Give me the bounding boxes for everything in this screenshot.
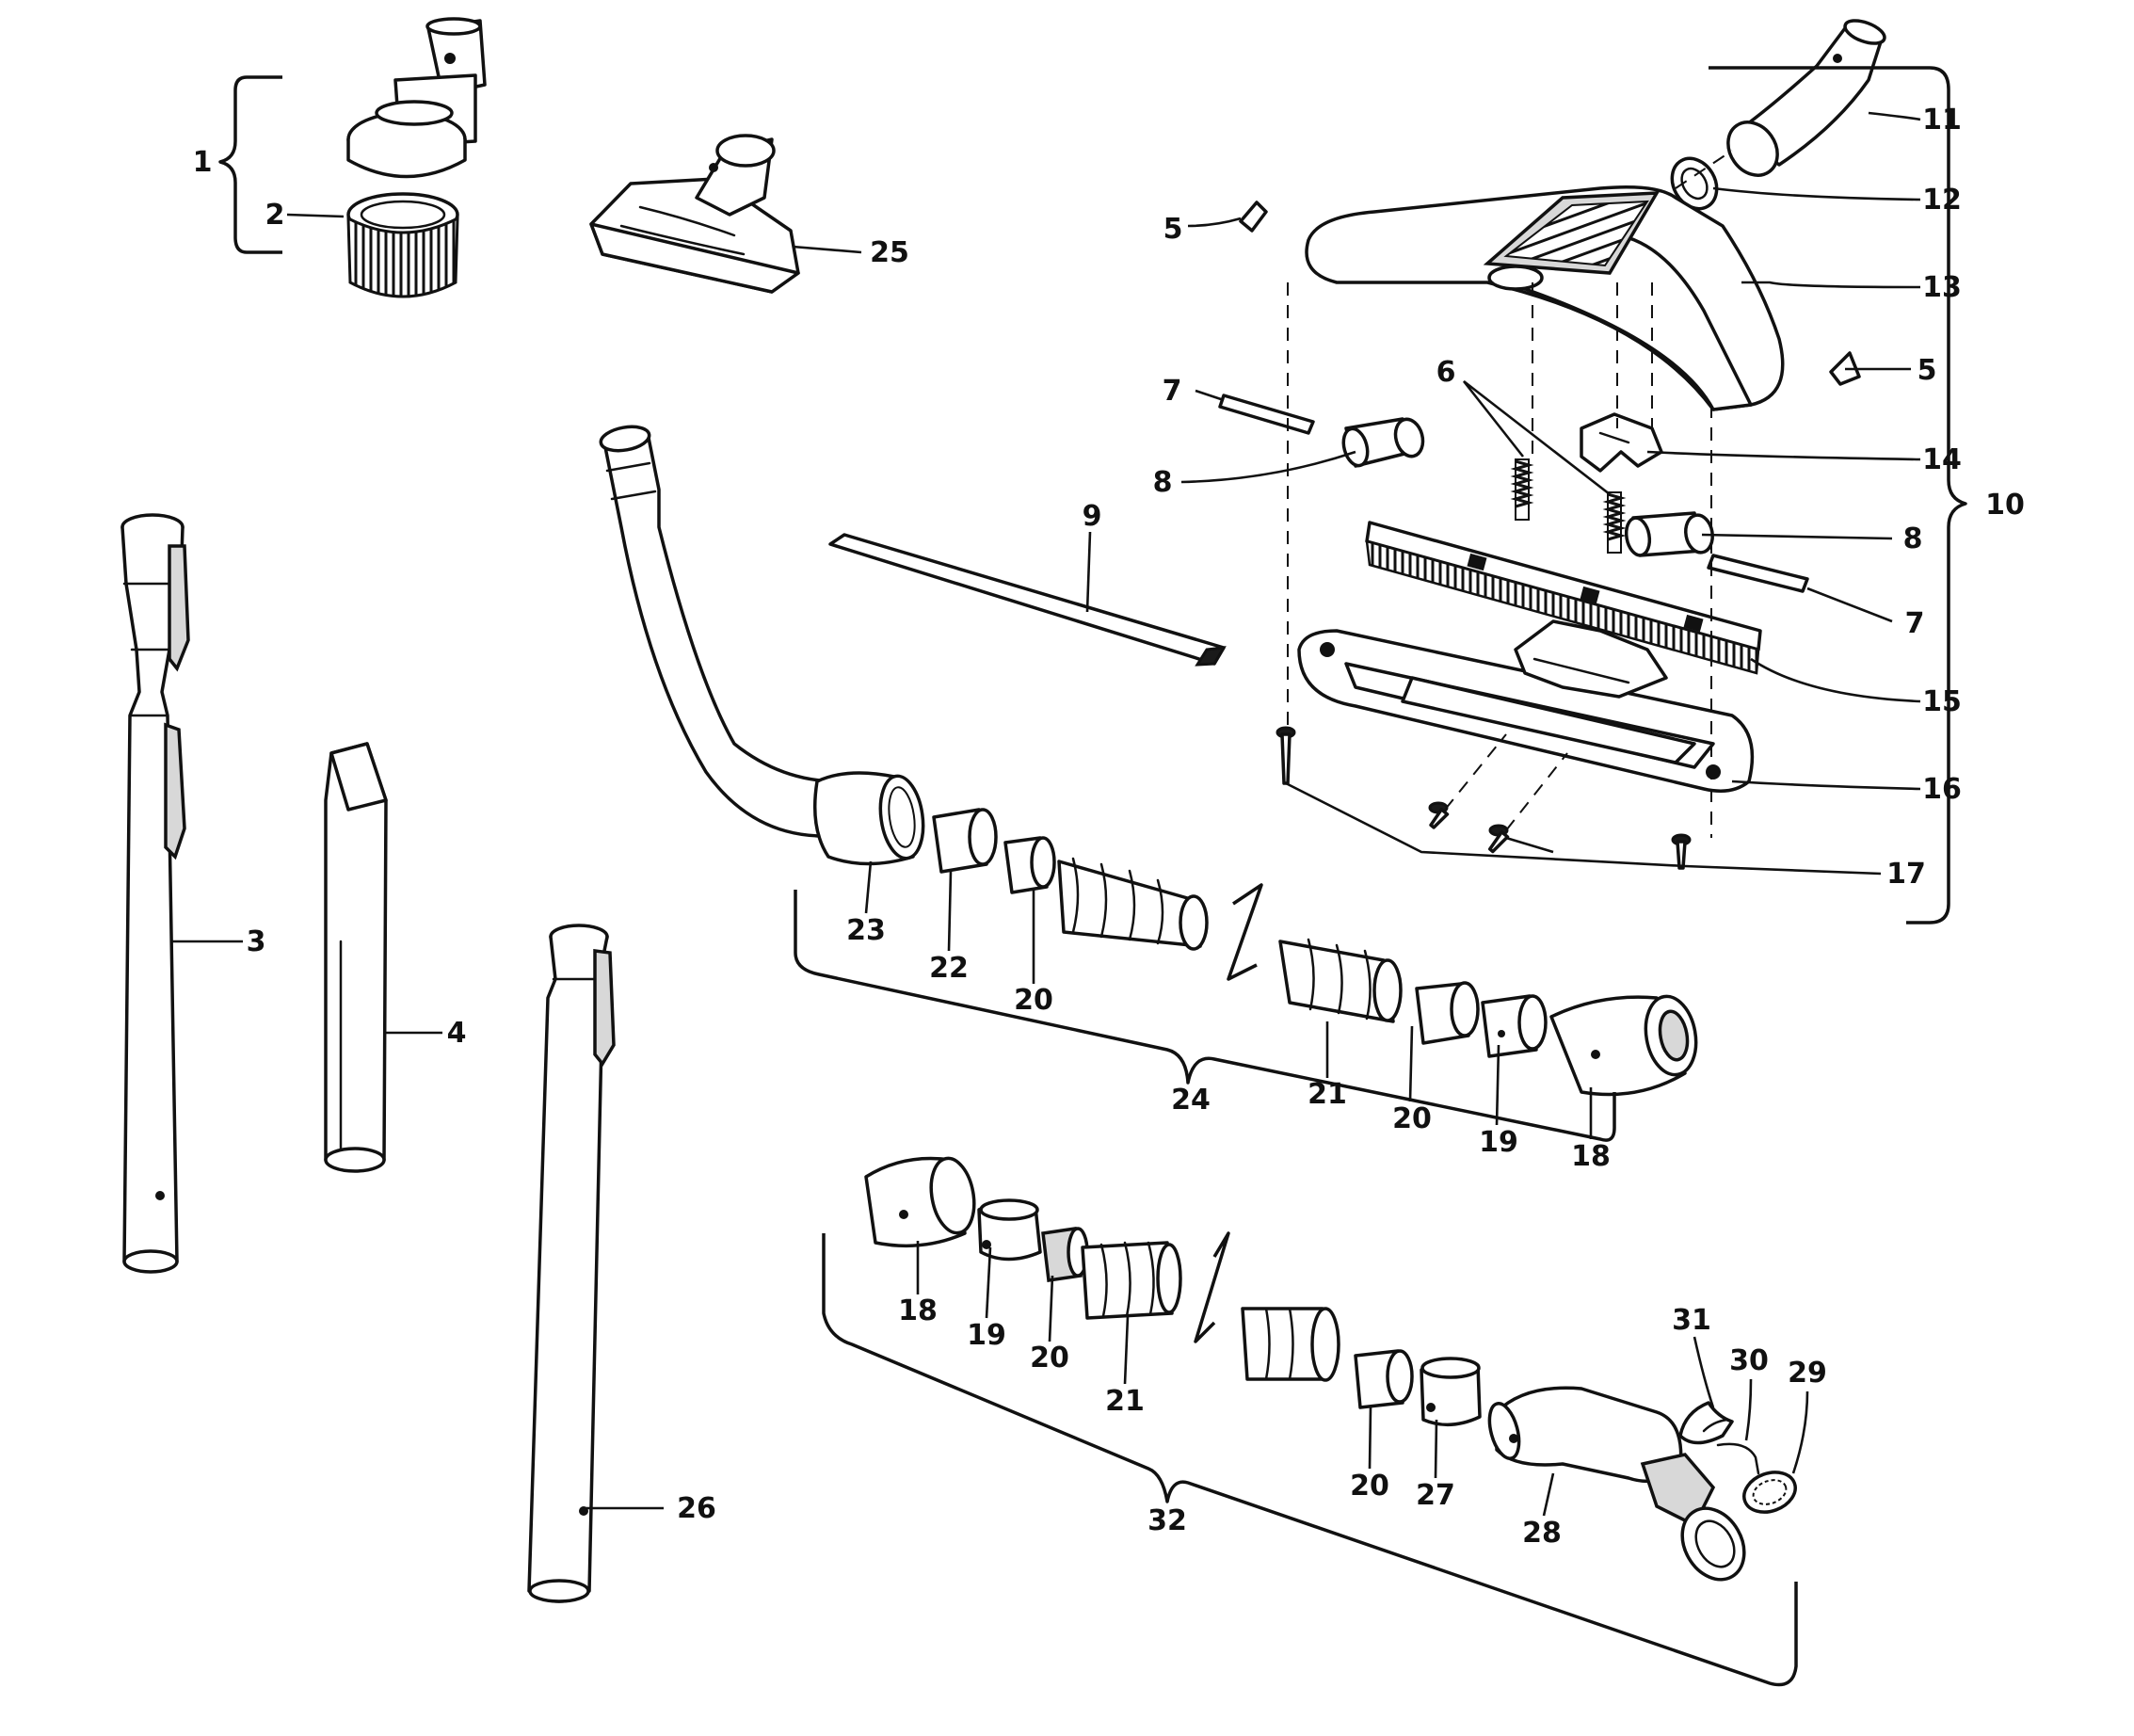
crevice-tool	[324, 742, 388, 1173]
hose-coupling-23	[812, 771, 925, 866]
ferrule-20-upper-left	[1003, 836, 1056, 894]
spring-clip-30	[1716, 1442, 1760, 1475]
axle-pin-left	[1218, 394, 1315, 435]
spring-left	[1510, 458, 1534, 521]
label-19-upper: 19	[1479, 1126, 1518, 1159]
label-20-upper-right: 20	[1392, 1102, 1432, 1135]
label-22: 22	[929, 952, 969, 985]
label-17: 17	[1886, 858, 1926, 891]
latch	[1580, 412, 1663, 473]
dusting-brush-head	[346, 17, 487, 179]
swivel-ring	[1670, 156, 1719, 211]
hose-end-18-lower	[864, 1156, 976, 1248]
label-31: 31	[1672, 1304, 1711, 1337]
upholstery-nozzle	[589, 134, 800, 294]
label-26: 26	[677, 1492, 716, 1525]
screw-1	[1276, 726, 1296, 785]
spring-right	[1602, 491, 1627, 554]
label-14: 14	[1922, 443, 1962, 476]
label-7-left: 7	[1163, 375, 1182, 408]
spring-ring-29	[1742, 1471, 1797, 1514]
clamp-27	[1420, 1357, 1482, 1426]
label-8-right: 8	[1903, 522, 1923, 555]
hose-coil-lower-right	[1241, 1307, 1340, 1382]
hose-coil-right	[1278, 938, 1403, 1023]
handle-28	[1487, 1386, 1746, 1582]
axle-pin-right	[1707, 554, 1809, 593]
floor-tool-housing	[1305, 185, 1785, 411]
label-24: 24	[1171, 1084, 1211, 1117]
hose-end-18-upper	[1549, 994, 1698, 1097]
label-10: 10	[1985, 489, 2025, 522]
bushing-left	[1341, 417, 1425, 468]
ferrule-20-lower-left	[1041, 1227, 1089, 1282]
brush-strip	[1365, 521, 1762, 675]
label-12: 12	[1922, 184, 1962, 217]
screw-4	[1671, 833, 1692, 870]
label-32: 32	[1147, 1504, 1187, 1537]
label-7-right: 7	[1905, 607, 1925, 640]
leader-lines	[172, 111, 1921, 1517]
label-2: 2	[265, 199, 285, 232]
callout-labels: 1 2 3 4 5 5 6 7 7 8 8 9 10 11 12 13 14 1…	[193, 104, 2025, 1550]
label-16: 16	[1922, 773, 1962, 806]
label-28: 28	[1522, 1517, 1562, 1550]
label-9: 9	[1083, 500, 1102, 533]
upper-hose-assembly	[599, 425, 1698, 1142]
label-20-lower-right: 20	[1350, 1470, 1389, 1503]
sleeve-19-upper	[1481, 994, 1548, 1058]
label-20-upper-left: 20	[1014, 984, 1053, 1017]
ferrule-20-upper-right	[1415, 981, 1480, 1045]
swivel-elbow	[1726, 19, 1886, 177]
clip-left	[1239, 201, 1268, 233]
clip-31	[1678, 1401, 1734, 1445]
label-6: 6	[1436, 356, 1456, 389]
label-15: 15	[1922, 685, 1962, 718]
ferrule-20-lower-right	[1354, 1349, 1414, 1409]
label-30: 30	[1729, 1344, 1769, 1377]
label-11: 11	[1922, 104, 1962, 137]
floor-tool-assembly	[1218, 19, 1967, 924]
label-8-left: 8	[1153, 466, 1173, 499]
curved-wand	[599, 425, 840, 838]
bushing-right	[1624, 511, 1714, 557]
brush-bristle-ring	[346, 192, 459, 298]
hose-coil-lower-left	[1081, 1241, 1182, 1320]
screw-2	[1428, 801, 1450, 829]
label-23: 23	[846, 914, 886, 947]
sleeve-22	[932, 808, 998, 874]
label-5-right: 5	[1917, 354, 1937, 387]
label-21-lower: 21	[1105, 1385, 1145, 1418]
clamp-19-lower	[977, 1198, 1042, 1262]
label-20-lower-left: 20	[1030, 1342, 1069, 1374]
label-3: 3	[247, 925, 266, 958]
label-29: 29	[1788, 1357, 1827, 1390]
label-18-lower: 18	[898, 1294, 938, 1327]
screw-3	[1488, 824, 1510, 854]
label-1: 1	[193, 146, 213, 179]
label-13: 13	[1922, 271, 1962, 304]
dusting-brush-assembly	[218, 17, 487, 298]
base-plate	[1297, 619, 1755, 793]
label-27: 27	[1416, 1479, 1455, 1512]
label-4: 4	[447, 1017, 467, 1050]
hose-coil-left	[1057, 857, 1209, 951]
straight-wand	[527, 924, 616, 1603]
label-18-upper: 18	[1571, 1140, 1611, 1173]
label-19-lower: 19	[967, 1319, 1006, 1352]
label-21-upper: 21	[1308, 1078, 1347, 1111]
brush-bar	[828, 533, 1227, 667]
label-25: 25	[870, 236, 909, 269]
label-5-left: 5	[1163, 213, 1183, 246]
lower-hose-assembly	[822, 1156, 1798, 1687]
wand-with-clip	[120, 513, 190, 1274]
